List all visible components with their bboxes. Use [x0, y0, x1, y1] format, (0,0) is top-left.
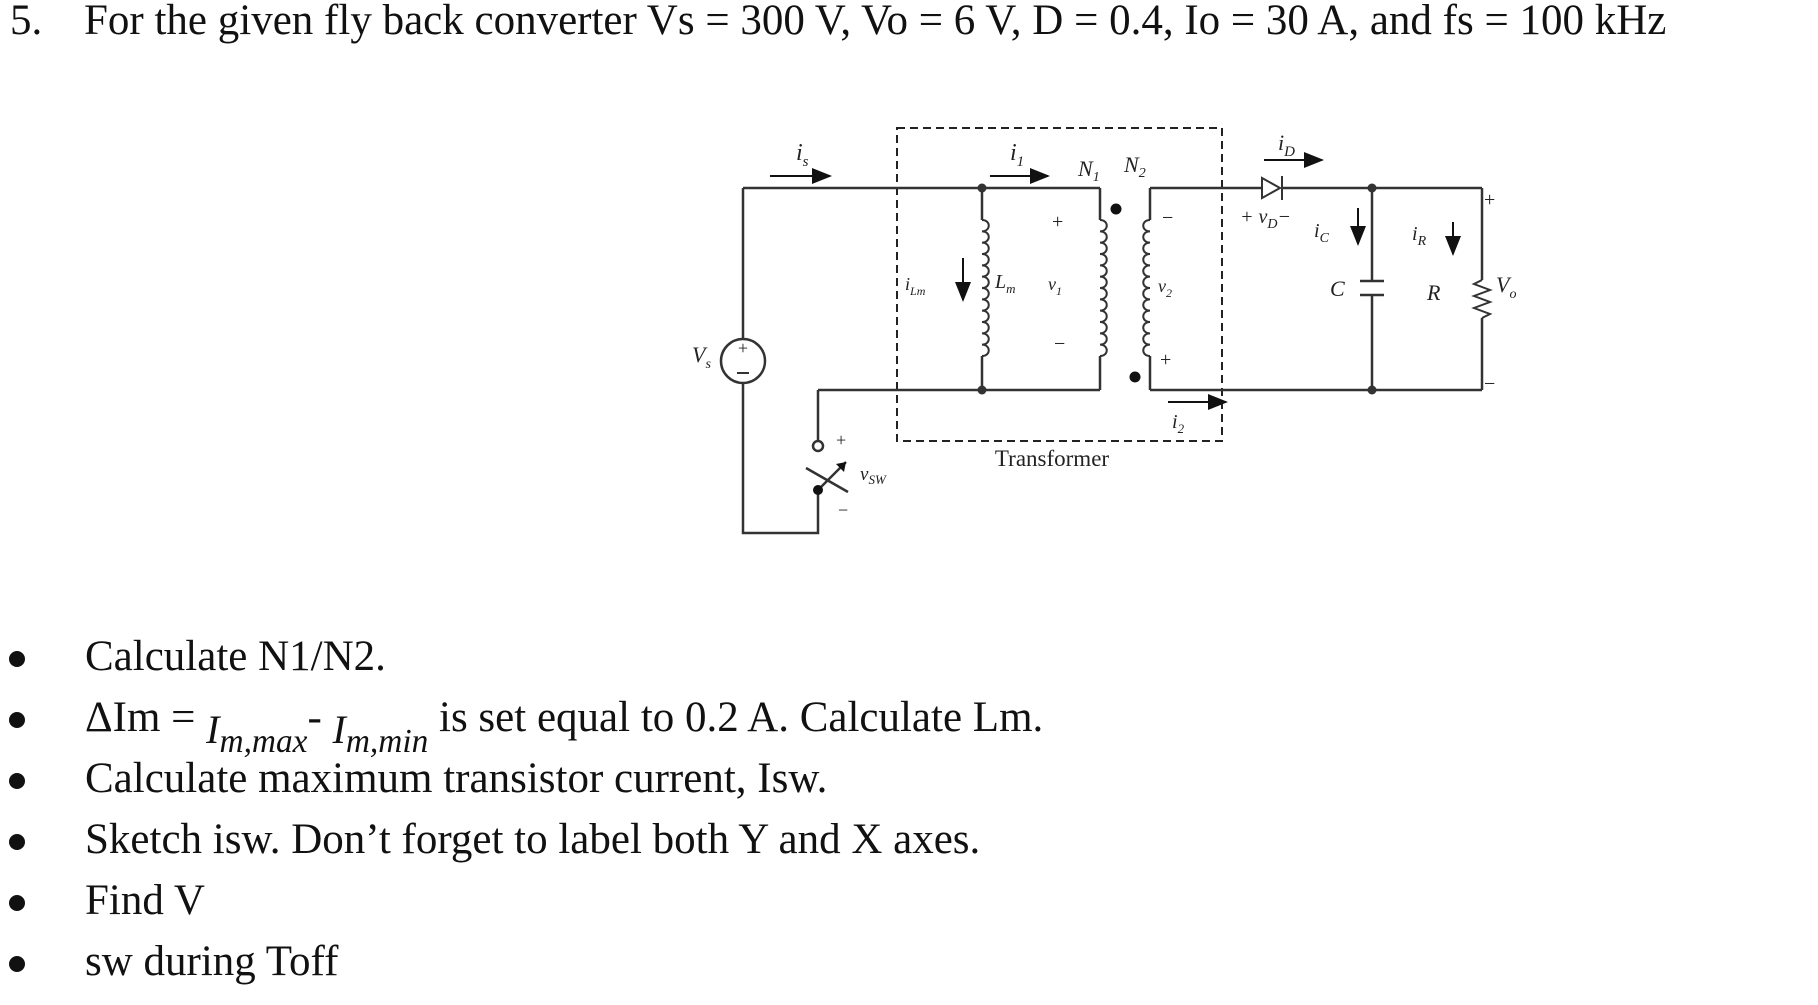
task-item: sw during Toff — [0, 931, 1043, 992]
voltage-source — [719, 337, 767, 385]
label-vd: + vD− — [1240, 206, 1291, 232]
label-n2: N2 — [1123, 152, 1146, 181]
flyback-circuit-diagram: + is i1 N1 N2 iD + vD− iC iR + − Vo C R … — [692, 127, 1516, 535]
task-item: Find V — [0, 870, 1043, 931]
question-number: 5. — [10, 0, 43, 44]
label-r: R — [1426, 280, 1441, 305]
label-c: C — [1330, 276, 1345, 301]
label-ic: iC — [1314, 220, 1330, 246]
label-i2: i2 — [1172, 411, 1185, 436]
label-vsw: vSW — [860, 464, 887, 487]
label-v1-plus: + — [1052, 211, 1063, 233]
label-lm: Lm — [994, 271, 1016, 296]
label-n1: N1 — [1077, 156, 1100, 185]
label-vo-plus: + — [1484, 189, 1495, 211]
bullet-dot — [9, 834, 25, 850]
primary-wiring — [741, 186, 1102, 535]
task-item: Sketch isw. Don’t forget to label both Y… — [0, 809, 1043, 870]
switch-symbol — [805, 439, 849, 494]
junction-node — [1367, 385, 1377, 395]
bullet-dot — [9, 712, 25, 728]
bullet-dot — [9, 651, 25, 667]
label-vsw-minus: − — [838, 500, 848, 520]
label-is: is — [796, 140, 809, 170]
task-item: Calculate maximum transistor current, Is… — [0, 748, 1043, 809]
label-vo-minus: − — [1484, 373, 1495, 395]
secondary-dot — [1129, 371, 1141, 383]
task-list: Calculate N1/N2. ΔIm = Im,max- Im,min is… — [0, 626, 1043, 992]
label-v2: v2 — [1158, 276, 1172, 300]
capacitor-symbol — [1360, 279, 1384, 297]
lm-inductor-coil — [981, 219, 990, 357]
bullet-dot — [9, 895, 25, 911]
secondary-winding-coil — [1142, 219, 1151, 357]
primary-winding-coil — [1099, 219, 1108, 357]
label-ir: iR — [1412, 223, 1427, 249]
current-arrows — [770, 152, 1461, 410]
question-text: For the given fly back converter Vs = 30… — [84, 0, 1667, 44]
resistor-symbol — [1471, 279, 1493, 319]
question-heading: 5. For the given fly back converter Vs = … — [10, 0, 1666, 45]
label-vs: Vs — [692, 342, 711, 372]
junction-node — [1367, 183, 1377, 193]
task-item: Calculate N1/N2. — [0, 626, 1043, 687]
label-v1-minus: − — [1054, 333, 1065, 355]
task-item: ΔIm = Im,max- Im,min is set equal to 0.2… — [0, 687, 1043, 760]
label-transformer: Transformer — [995, 446, 1109, 471]
label-ilm: iLm — [905, 274, 926, 298]
diode-symbol — [1261, 176, 1283, 200]
label-vsw-plus: + — [836, 430, 846, 450]
transformer-box — [896, 127, 1223, 442]
label-i1: i1 — [1010, 140, 1024, 170]
label-vo: Vo — [1496, 272, 1516, 302]
label-id: iD — [1278, 130, 1295, 160]
label-v1: v1 — [1048, 274, 1062, 298]
source-plus: + — [738, 338, 748, 358]
label-v2-minus: − — [1162, 207, 1173, 229]
junction-node — [977, 385, 987, 395]
bullet-dot — [9, 956, 25, 972]
junction-node — [977, 183, 987, 193]
secondary-wiring — [1148, 186, 1484, 392]
label-v2-plus: + — [1160, 349, 1171, 371]
primary-dot — [1110, 203, 1122, 215]
bullet-dot — [9, 773, 25, 789]
